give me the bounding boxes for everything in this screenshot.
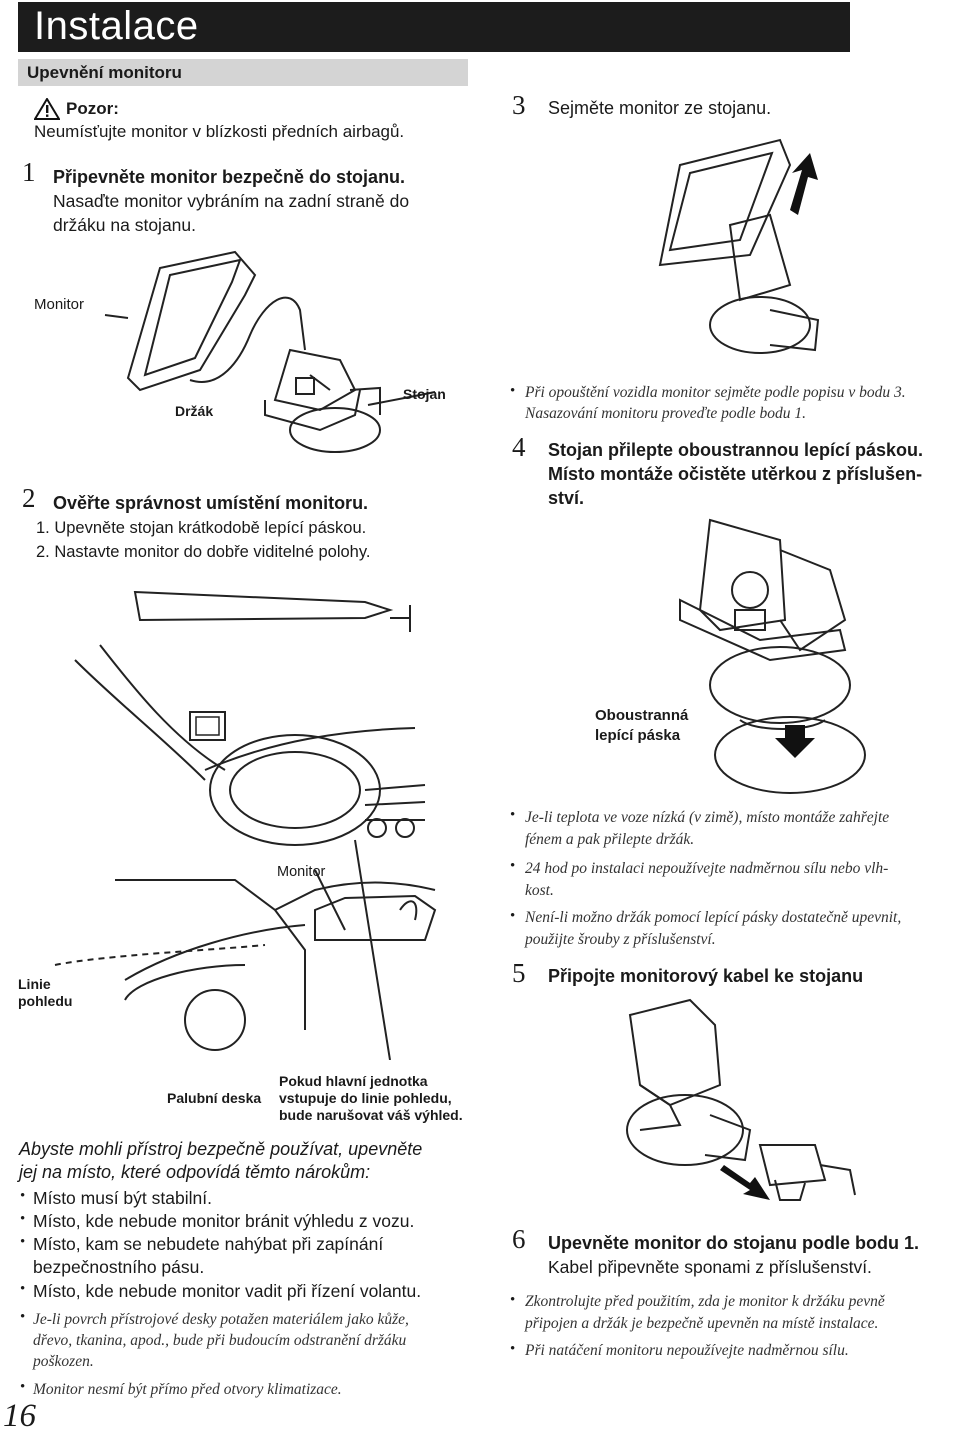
step2-title: Ověřte správnost umístění monitoru. xyxy=(53,493,369,513)
step1-number: 1 xyxy=(22,157,36,187)
note6-2-line1: Při natáčení monitoru nepoužívejte nadmě… xyxy=(525,1342,849,1359)
step3-title: Sejměte monitor ze stojanu. xyxy=(548,98,772,118)
note1-line3: poškozen. xyxy=(33,1353,94,1370)
title-bar xyxy=(18,2,850,52)
note4-1-line2: fénem a pak přilepte držák. xyxy=(525,831,695,848)
bullet-icon: • xyxy=(20,1188,26,1204)
bullet-icon: • xyxy=(20,1234,26,1250)
requirement-item: Místo, kde nebude monitor bránit výhledu… xyxy=(33,1211,415,1231)
step4-title-1: Stojan přilepte oboustrannou lepící pásk… xyxy=(548,440,924,460)
step6-number: 6 xyxy=(512,1224,526,1254)
remove-monitor-illustration xyxy=(640,125,840,365)
note3-line1: Při opouštění vozidla monitor sejměte po… xyxy=(525,384,906,401)
bullet-icon: • xyxy=(510,858,516,874)
requirement-item-cont: bezpečnostního pásu. xyxy=(33,1257,205,1277)
fig2-monitor-label: Monitor xyxy=(277,864,326,880)
bullet-icon: • xyxy=(510,383,516,399)
bullet-icon: • xyxy=(20,1309,26,1325)
step4-title-3: ství. xyxy=(548,488,585,508)
caution-label: Pozor: xyxy=(66,99,119,118)
fig2-warning-line3: bude narušovat váš výhled. xyxy=(279,1107,463,1123)
step5-title: Připojte monitorový kabel ke stojanu xyxy=(548,966,864,986)
sight-line-illustration xyxy=(15,580,475,1060)
bullet-icon: • xyxy=(510,1292,516,1308)
note4-1-line1: Je-li teplota ve voze nízká (v zimě), mí… xyxy=(525,809,890,826)
note4-2-line2: kost. xyxy=(525,882,554,899)
section-bar xyxy=(18,59,468,86)
caution-text: Neumísťujte monitor v blízkosti předních… xyxy=(34,122,405,141)
note2: Monitor nesmí být přímo před otvory klim… xyxy=(33,1381,342,1398)
note1-line2: dřevo, tkanina, apod., bude při budoucím… xyxy=(33,1332,407,1349)
fig4-tape-label-1: Oboustranná xyxy=(595,707,689,724)
step2-item1: 1. Upevněte stojan krátkodobě lepící pás… xyxy=(36,519,367,537)
caution-icon xyxy=(33,97,61,125)
step1-line2: Nasaďte monitor vybráním na zadní straně… xyxy=(53,191,410,211)
adhesive-tape-illustration xyxy=(660,510,880,800)
note1-line1: Je-li povrch přístrojové desky potažen m… xyxy=(33,1311,409,1328)
step4-title-2: Místo montáže očistěte utěrkou z přísluš… xyxy=(548,464,923,484)
page-title: Instalace xyxy=(34,4,199,48)
requirement-item: Místo, kde nebude monitor vadit při říze… xyxy=(33,1281,422,1301)
fig2-sightline-label-1: Linie xyxy=(18,976,51,992)
step4-number: 4 xyxy=(512,432,526,462)
step5-number: 5 xyxy=(512,958,526,988)
fig1-holder-label: Držák xyxy=(175,403,214,419)
fig1-stand-label: Stojan xyxy=(403,386,446,402)
bullet-icon: • xyxy=(510,807,516,823)
bullet-icon: • xyxy=(510,1341,516,1357)
step1-line3: držáku na stojanu. xyxy=(53,215,197,235)
requirement-item: Místo musí být stabilní. xyxy=(33,1188,212,1208)
bullet-icon: • xyxy=(20,1281,26,1297)
bullet-icon: • xyxy=(20,1379,26,1395)
note6-1-line2: připojen a držák je bezpečně upevněn na … xyxy=(525,1315,879,1332)
page-number: 16 xyxy=(3,1398,36,1434)
cable-connect-illustration xyxy=(610,995,860,1210)
monitor-mount-illustration xyxy=(20,240,480,480)
bullet-icon: • xyxy=(20,1211,26,1227)
fig2-sightline-label-2: pohledu xyxy=(18,993,73,1009)
step6-line2: Kabel připevněte sponami z příslušenství… xyxy=(548,1257,872,1277)
fig2-warning-line1: Pokud hlavní jednotka xyxy=(279,1073,428,1089)
note3-line2: Nasazování monitoru proveďte podle bodu … xyxy=(525,405,806,422)
fig2-warning-line2: vstupuje do linie pohledu, xyxy=(279,1090,452,1106)
fig4-tape-label-2: lepící páska xyxy=(595,727,681,744)
note4-3-line2: použijte šrouby z příslušenství. xyxy=(525,931,716,948)
note6-1-line1: Zkontrolujte před použitím, zda je monit… xyxy=(525,1293,885,1310)
step2-number: 2 xyxy=(22,483,36,513)
note4-2-line1: 24 hod po instalaci nepoužívejte nadměrn… xyxy=(525,860,889,877)
requirements-heading-2: jej na místo, které odpovídá těmto nárok… xyxy=(19,1162,371,1182)
step1-title: Připevněte monitor bezpečně do stojanu. xyxy=(53,167,406,187)
step6-title: Upevněte monitor do stojanu podle bodu 1… xyxy=(548,1233,920,1253)
step2-item2: 2. Nastavte monitor do dobře viditelné p… xyxy=(36,543,371,561)
bullet-icon: • xyxy=(510,908,516,924)
note4-3-line1: Není-li možno držák pomocí lepící pásky … xyxy=(525,909,902,926)
section-title: Upevnění monitoru xyxy=(27,63,182,82)
fig2-dashboard-label: Palubní deska xyxy=(167,1090,262,1106)
requirement-item: Místo, kam se nebudete nahýbat při zapín… xyxy=(33,1234,384,1254)
fig1-monitor-label: Monitor xyxy=(34,296,85,313)
step3-number: 3 xyxy=(512,90,526,120)
requirements-heading-1: Abyste mohli přístroj bezpečně používat,… xyxy=(19,1139,423,1159)
